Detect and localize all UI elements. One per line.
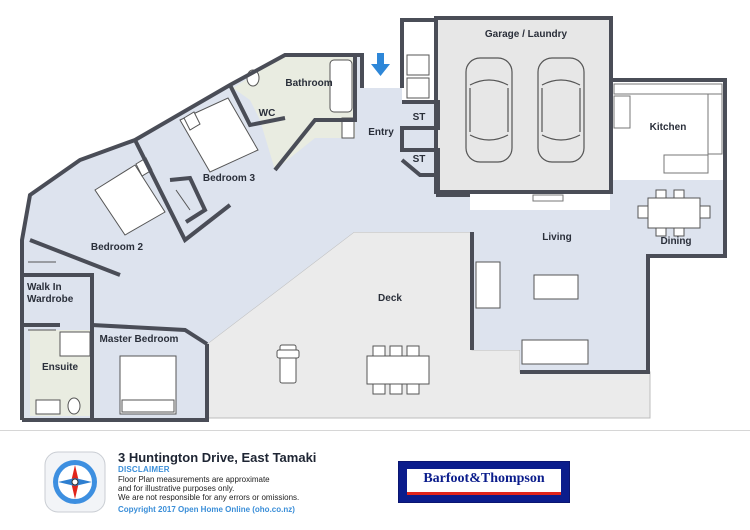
label-dining: Dining (660, 236, 691, 247)
living-sofa-left (475, 261, 501, 309)
kitchen-bench-right (707, 93, 723, 155)
ensuite-vanity (35, 399, 61, 415)
kitchen-island (663, 154, 709, 174)
footer-divider (0, 430, 750, 431)
bed-bedroom3 (179, 97, 259, 173)
kitchen-counter (613, 83, 723, 95)
wc-floor (233, 55, 285, 120)
label-wc: WC (259, 108, 276, 119)
label-master-bedroom: Master Bedroom (100, 334, 179, 345)
ensuite-toilet (67, 397, 81, 415)
living-coffee-table (533, 274, 579, 300)
label-walk-in-line1: Walk In (27, 282, 62, 293)
laundry-tub (406, 54, 430, 76)
label-deck: Deck (378, 293, 402, 304)
bed-master (119, 355, 177, 415)
label-living: Living (542, 232, 571, 243)
ensuite-shower (59, 331, 91, 357)
disclaimer-line: We are not responsible for any errors or… (118, 493, 300, 502)
label-walk-in-line2: Wardrobe (27, 294, 74, 305)
deck-dining-set (366, 345, 430, 395)
bath-tub (329, 59, 353, 113)
disclaimer-title: DISCLAIMER (118, 465, 170, 474)
label-st-1: ST (413, 112, 426, 123)
down-arrow-icon (371, 53, 390, 76)
label-bedroom-2: Bedroom 2 (91, 242, 144, 253)
label-ensuite: Ensuite (42, 362, 79, 373)
agency-logo: Barfoot&Thompson (398, 461, 570, 503)
property-address: 3 Huntington Drive, East Tamaki (118, 450, 317, 465)
disclaimer-line: and for illustrative purposes only. (118, 484, 235, 493)
compass-logo-icon (44, 451, 106, 513)
fridge (613, 95, 631, 129)
walls (20, 18, 727, 422)
label-garage-laundry: Garage / Laundry (485, 29, 568, 40)
car-1 (465, 57, 513, 163)
deck-lounger (276, 344, 300, 384)
wardrobe-hangers (28, 189, 191, 331)
label-bedroom-3: Bedroom 3 (203, 173, 256, 184)
label-entry: Entry (368, 127, 394, 138)
living-sofa-bottom (521, 339, 589, 365)
floor-plan: Garage / Laundry Bathroom WC Entry ST ST… (20, 16, 727, 422)
living-window-seat (532, 194, 564, 202)
agency-logo-panel: Barfoot&Thompson (407, 469, 561, 495)
wardrobe-floor (24, 275, 92, 325)
garage (434, 16, 613, 194)
label-kitchen: Kitchen (650, 122, 687, 133)
dining-table (637, 189, 711, 237)
car-2 (537, 57, 585, 163)
copyright-notice: Copyright 2017 Open Home Online (oho.co.… (118, 505, 295, 514)
agency-name: Barfoot&Thompson (423, 471, 545, 486)
disclaimer-line: Floor Plan measurements are approximate (118, 475, 270, 484)
label-bathroom: Bathroom (285, 78, 332, 89)
label-st-2: ST (413, 154, 426, 165)
laundry-machine (406, 77, 430, 99)
bed-bedroom2 (94, 157, 166, 236)
